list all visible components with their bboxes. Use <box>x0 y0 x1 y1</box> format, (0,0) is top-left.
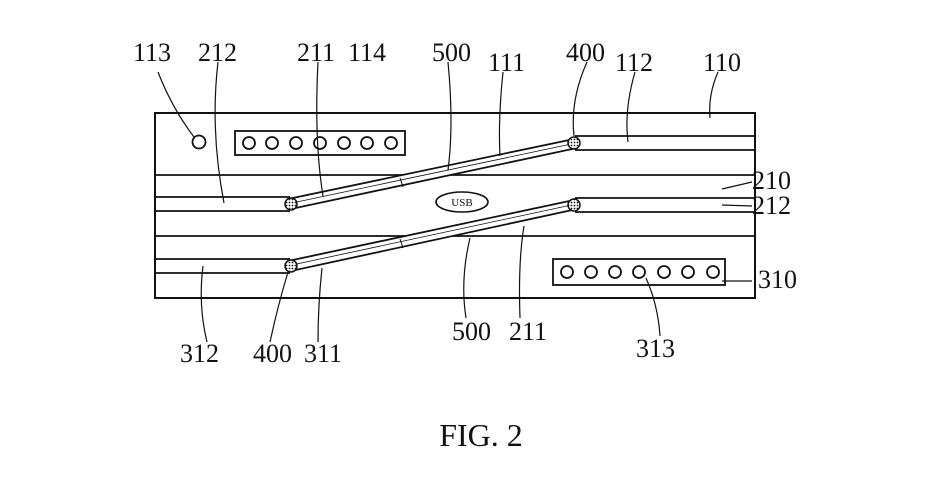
leader-111 <box>498 71 504 157</box>
ref-112: 112 <box>615 48 653 77</box>
ref-400-bottom: 400 <box>253 339 292 368</box>
connector-strip-313 <box>552 258 726 286</box>
track-212-left <box>155 196 290 212</box>
pivot-joint <box>567 136 581 150</box>
usb-label: USB <box>451 197 472 209</box>
leader-211-top <box>316 61 324 197</box>
ref-110: 110 <box>703 48 741 77</box>
usb-port: USB <box>435 191 489 213</box>
pivot-joint <box>284 259 298 273</box>
leader-lines <box>157 61 753 343</box>
ref-111: 111 <box>488 48 525 77</box>
leader-212-top <box>214 61 225 204</box>
ref-211-top: 211 <box>297 38 335 67</box>
leader-311 <box>317 267 323 343</box>
leader-112 <box>626 71 636 143</box>
ref-210: 210 <box>752 166 791 195</box>
figure-caption: FIG. 2 <box>439 417 523 453</box>
ref-312: 312 <box>180 339 219 368</box>
hole-113 <box>191 134 207 150</box>
leader-313 <box>645 277 661 337</box>
leader-110 <box>709 71 719 119</box>
leader-210 <box>721 181 753 190</box>
leader-312 <box>200 265 208 343</box>
ref-310: 310 <box>758 265 797 294</box>
ref-114: 114 <box>348 38 386 67</box>
leader-400-bottom <box>269 271 289 343</box>
device-panel <box>154 112 756 299</box>
ref-212-right: 212 <box>752 191 791 220</box>
pivot-joint <box>284 197 298 211</box>
leader-212-right <box>721 204 753 207</box>
ref-313: 313 <box>636 334 675 363</box>
ref-311: 311 <box>304 339 342 368</box>
ref-212-top: 212 <box>198 38 237 67</box>
ref-400-top: 400 <box>566 38 605 67</box>
ref-211-bottom: 211 <box>509 317 547 346</box>
leader-211-bottom <box>518 225 525 319</box>
connector-strip-114 <box>234 130 406 156</box>
leader-500-top <box>447 61 452 171</box>
pivot-joint <box>567 198 581 212</box>
track-312 <box>155 258 290 274</box>
pivot-joints <box>284 136 581 273</box>
leader-113 <box>157 71 195 138</box>
leader-400-top <box>572 61 588 137</box>
ref-500-top: 500 <box>432 38 471 67</box>
track-212-right <box>575 197 755 213</box>
reference-numerals: 113 212 211 114 500 111 400 112 110 210 … <box>133 38 797 368</box>
ref-113: 113 <box>133 38 171 67</box>
ref-500-bottom: 500 <box>452 317 491 346</box>
leader-500-bottom <box>463 237 471 319</box>
track-112 <box>575 135 755 151</box>
